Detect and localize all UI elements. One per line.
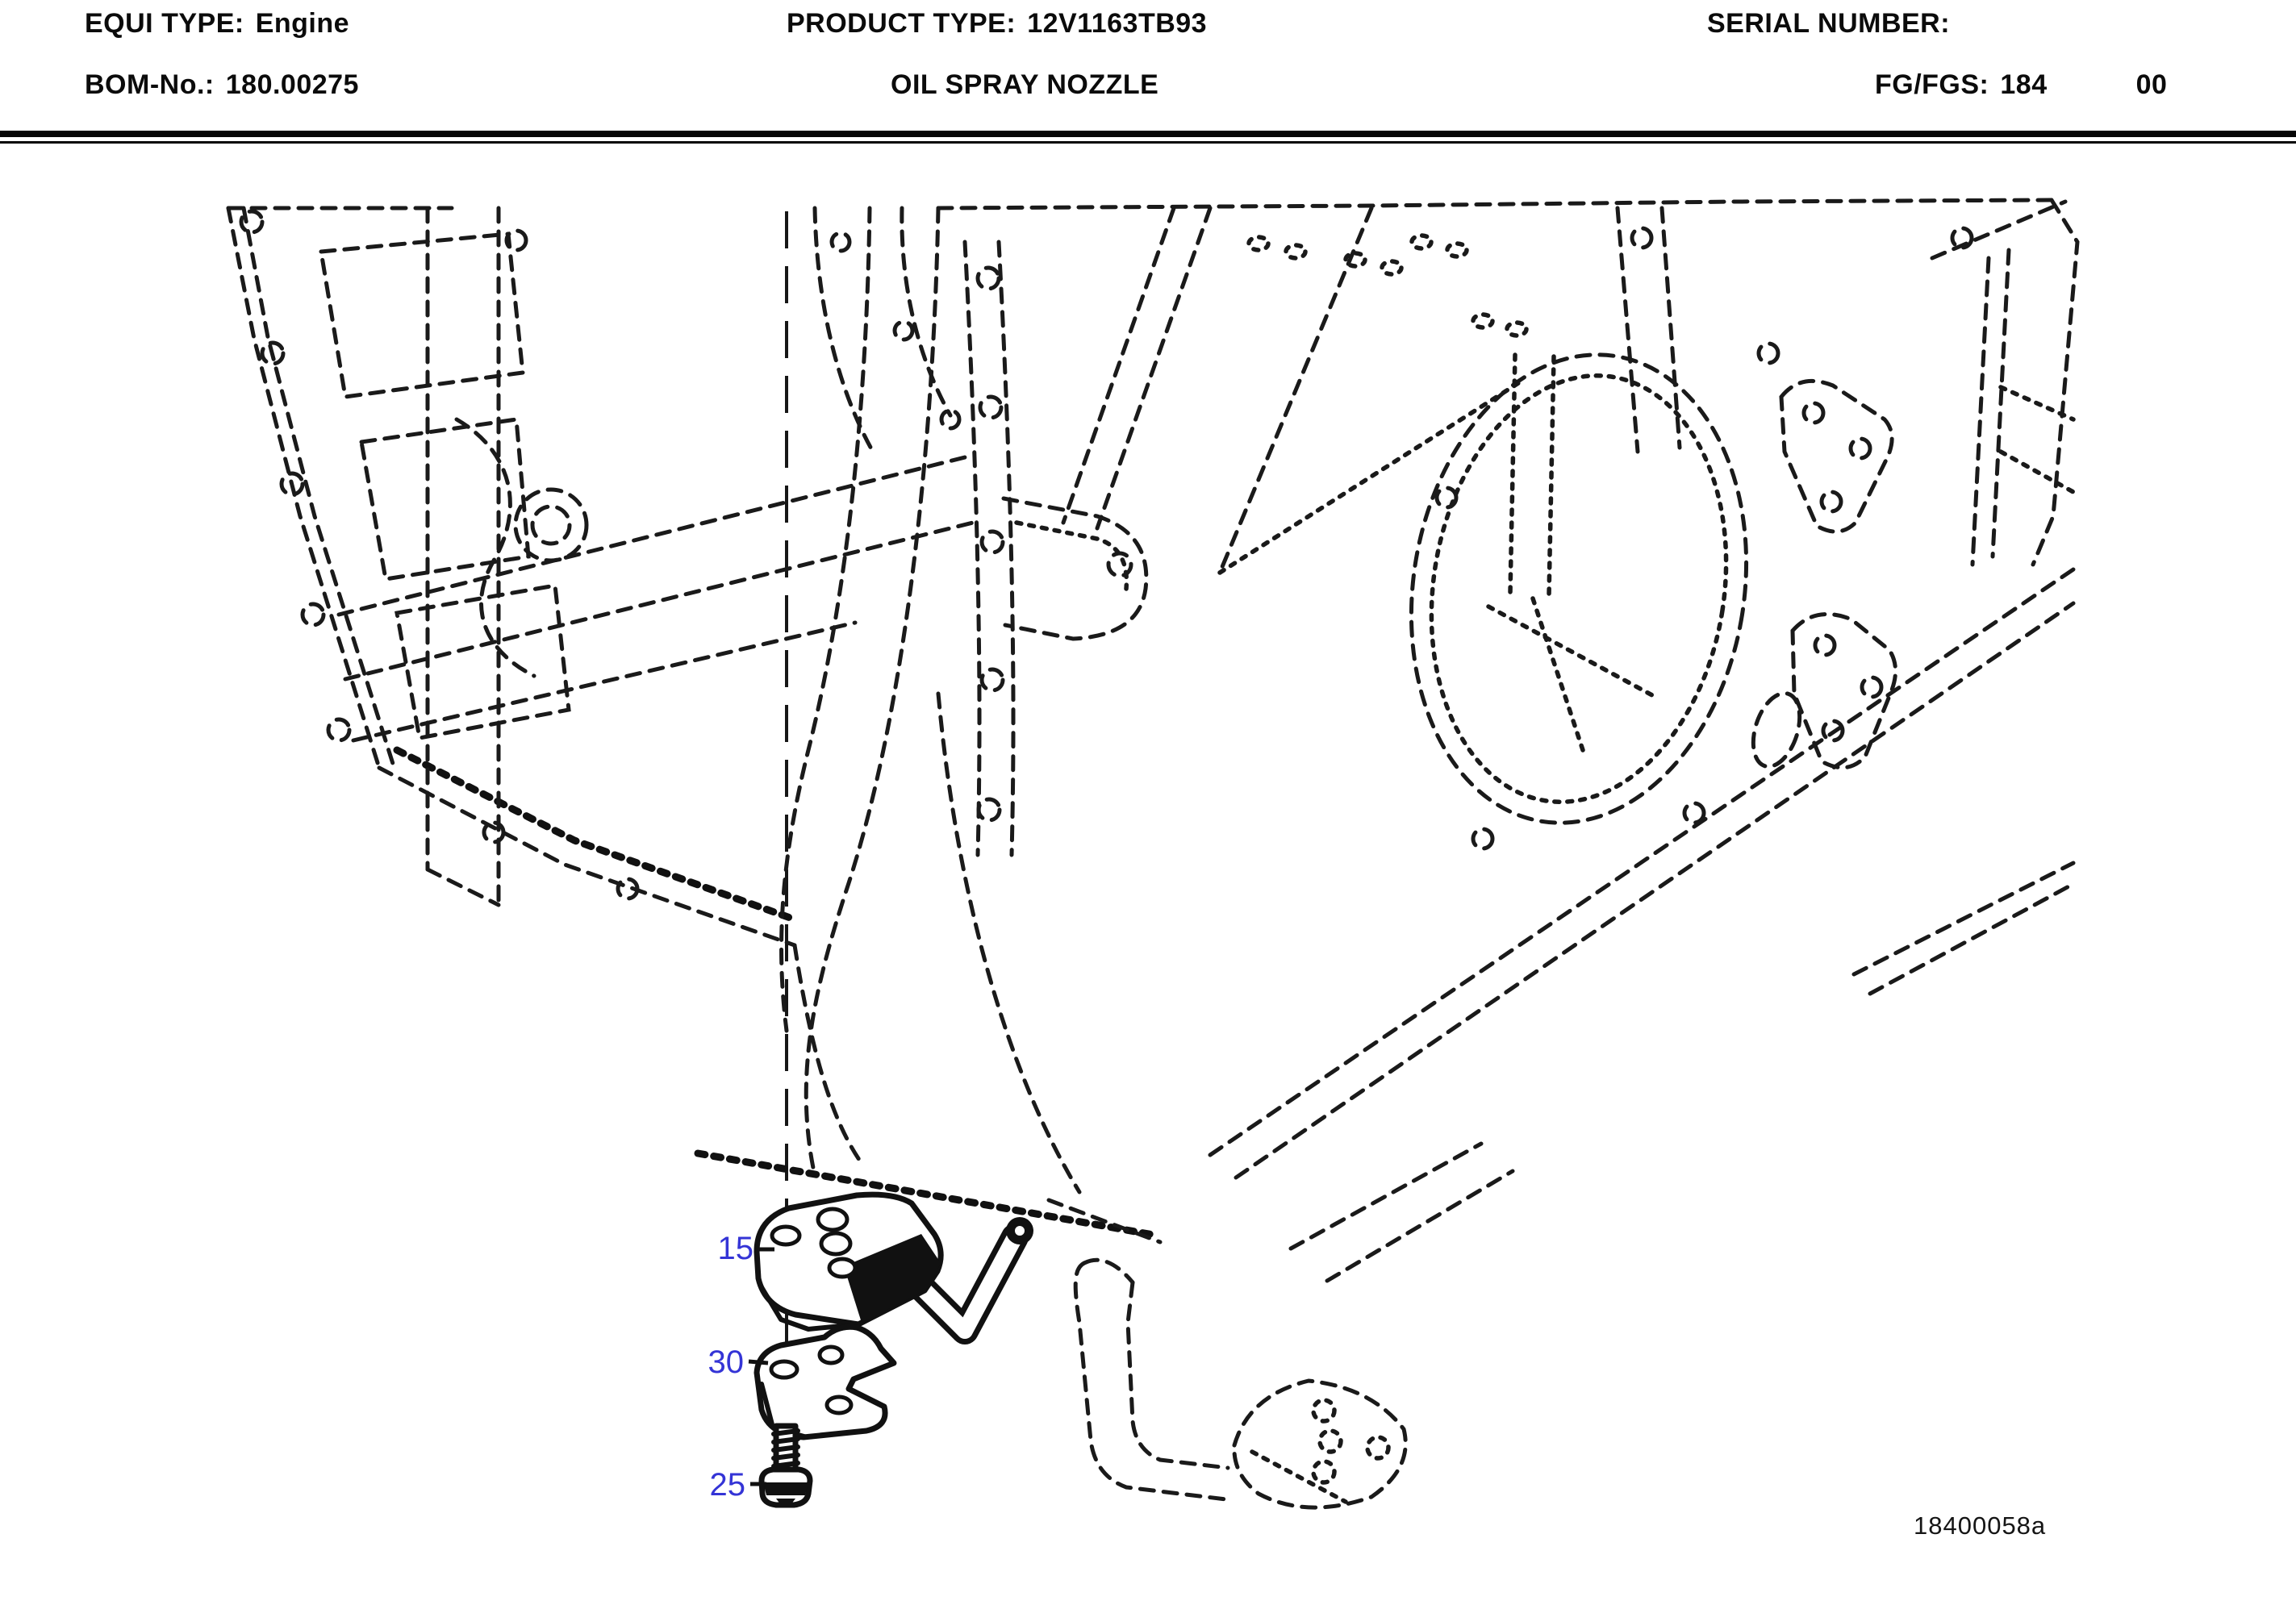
fgs-value: 00 [2135, 69, 2168, 100]
phantom-nozzle [1073, 1257, 1408, 1510]
header-fg-fgs: FG/FGS: 184 00 [1875, 69, 2167, 101]
callout-15-label[interactable]: 15 [718, 1231, 754, 1266]
serial-number-label: SERIAL NUMBER: [1707, 8, 1951, 39]
header-separator-thick [0, 131, 2296, 137]
callouts: 15 30 25 [708, 1231, 774, 1503]
fg-label: FG/FGS: [1875, 69, 1989, 100]
product-type-value: 12V1163TB93 [1027, 8, 1208, 39]
part-30-retaining-plate [754, 1324, 897, 1440]
header-separator-thin [0, 141, 2296, 144]
part-25-hex-bolt [758, 1423, 813, 1508]
engine-block-drawing [226, 198, 2080, 1283]
sheet-title: OIL SPRAY NOZZLE [891, 69, 1159, 100]
equi-type-value: Engine [255, 8, 350, 39]
callout-25-label[interactable]: 25 [710, 1467, 746, 1503]
equi-type-label: EQUI TYPE: [85, 8, 244, 39]
callout-30-label[interactable]: 30 [708, 1344, 745, 1380]
fg-value: 184 [2000, 69, 2048, 100]
header-serial-number: SERIAL NUMBER: [1707, 8, 1950, 40]
header-equi-type: EQUI TYPE: Engine [85, 8, 349, 40]
bom-value: 180.00275 [225, 69, 359, 100]
callout-30-leader [748, 1359, 769, 1365]
product-type-label: PRODUCT TYPE: [787, 8, 1017, 39]
figure-number: 18400058a [1914, 1511, 2046, 1540]
header-product-type: PRODUCT TYPE: 12V1163TB93 [787, 8, 1207, 40]
part-15-oil-spray-nozzle [754, 1191, 1033, 1344]
bom-label: BOM-No.: [85, 69, 215, 100]
header-bom: BOM-No.: 180.00275 [85, 69, 359, 101]
